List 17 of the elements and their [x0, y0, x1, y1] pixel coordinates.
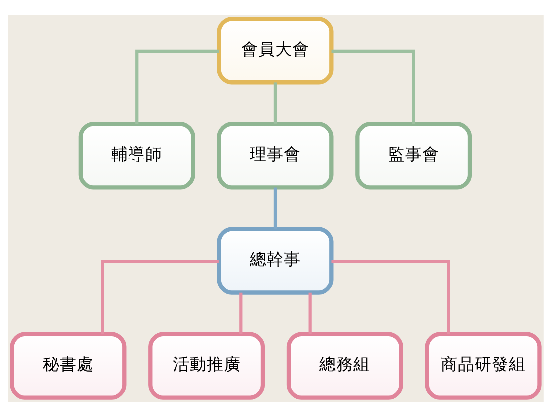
node-box: 理事會 [217, 122, 334, 190]
node-box: 秘書處 [10, 332, 127, 400]
node-box: 總務組 [286, 332, 404, 400]
node-box: 輔導師 [78, 122, 196, 190]
node-box: 總幹事 [217, 226, 334, 294]
connector [136, 49, 220, 124]
node-box: 商品研發組 [425, 332, 542, 400]
node-box: 活動推廣 [148, 332, 266, 400]
connector [274, 187, 278, 228]
node-box: 會員大會 [217, 16, 334, 84]
connector [101, 260, 219, 334]
connector [274, 82, 278, 124]
connector [240, 292, 243, 334]
connector [332, 49, 416, 124]
connector [308, 292, 312, 334]
connector [332, 260, 450, 334]
node-box: 監事會 [356, 122, 472, 190]
